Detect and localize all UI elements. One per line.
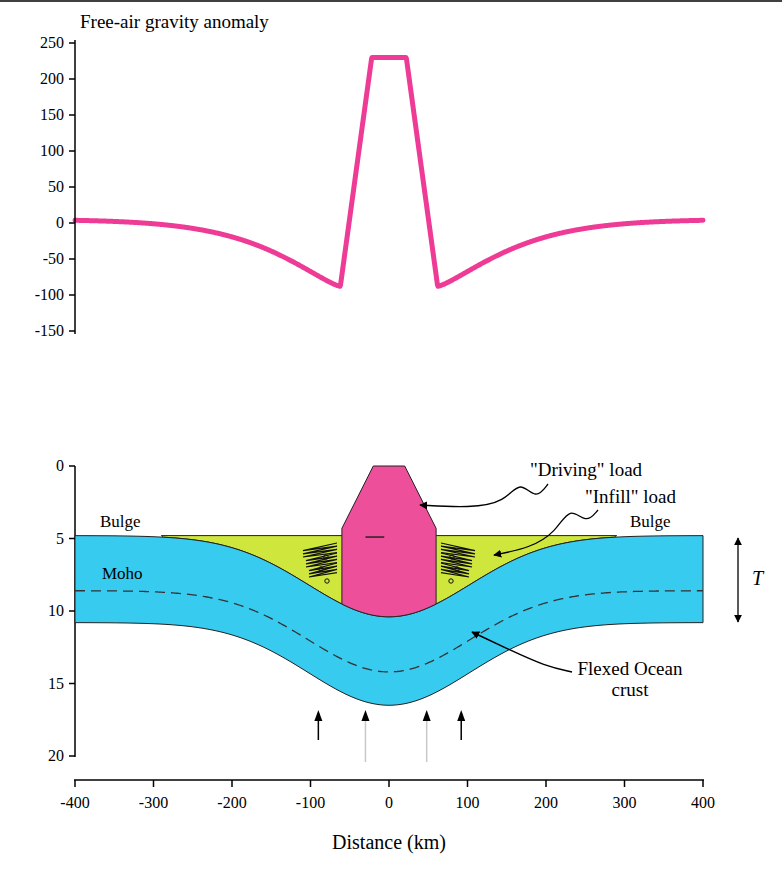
axis-tick (69, 294, 75, 296)
axis-tick (69, 755, 75, 757)
axis-tick-label: 10 (48, 602, 64, 620)
gravity-anomaly-curve (75, 57, 703, 286)
feature-label: Bulge (630, 513, 671, 532)
load-internal-dash (365, 536, 384, 538)
axis-tick (69, 78, 75, 80)
sediment-pebble (325, 579, 329, 583)
axis-tick (310, 780, 312, 787)
infill-load-leader (494, 510, 598, 555)
axis-tick-label: 300 (613, 794, 637, 812)
buoyancy-arrowhead (361, 710, 369, 721)
axis-tick-label: 0 (56, 457, 64, 475)
axis-tick (69, 150, 75, 152)
sediment-zigzag (441, 553, 472, 567)
axis-tick (69, 465, 75, 467)
elastic-thickness-arrow (737, 538, 738, 622)
axis-tick (69, 186, 75, 188)
axis-tick-label: 100 (40, 142, 64, 160)
callout-label: "Infill" load (585, 487, 676, 508)
axis-tick-label: 150 (40, 106, 64, 124)
axis-tick (69, 258, 75, 260)
feature-label: Moho (102, 565, 143, 584)
axis-tick (624, 780, 626, 787)
axis-tick (69, 222, 75, 224)
symbol-label: T (752, 567, 763, 589)
axis-tick-label: -400 (60, 794, 89, 812)
sediment-zigzag (441, 543, 475, 557)
axis-tick (153, 780, 155, 787)
axis-tick-label: -100 (35, 286, 64, 304)
driving-load-seamount (342, 466, 436, 617)
axis-tick (388, 780, 390, 787)
axis-tick-label: 20 (48, 747, 64, 765)
callout-label: "Driving" load (530, 460, 642, 481)
sediment-pebble (449, 579, 453, 583)
axis-tick-label: 0 (385, 794, 393, 812)
axis-tick-label: -200 (217, 794, 246, 812)
buoyancy-arrowhead (457, 710, 465, 721)
axis-tick-label: 250 (40, 34, 64, 52)
axis-tick-label: 200 (534, 794, 558, 812)
chart-title: Free-air gravity anomaly (80, 12, 269, 33)
sediment-zigzag (441, 563, 469, 577)
sediment-zigzag (309, 563, 337, 577)
axis-tick (545, 780, 547, 787)
axis-tick-label: 100 (456, 794, 480, 812)
axis-tick-label: 200 (40, 70, 64, 88)
axis-tick (69, 610, 75, 612)
axis-title: Distance (km) (332, 831, 446, 853)
axis-tick (69, 683, 75, 685)
top-rule (0, 0, 782, 2)
driving-load-leader (420, 484, 548, 507)
sediment-pebble (455, 567, 459, 571)
buoyancy-arrowhead (314, 710, 322, 721)
buoyancy-arrowhead (423, 710, 431, 721)
axis-tick (702, 780, 704, 787)
sediment-pebble (319, 567, 323, 571)
axis-tick-label: -50 (43, 250, 64, 268)
axis-tick (69, 538, 75, 540)
axis-tick (69, 330, 75, 332)
sediment-pebble (450, 555, 454, 559)
axis-tick-label: 400 (691, 794, 715, 812)
axis-tick-label: 15 (48, 675, 64, 693)
axis-tick-label: -300 (139, 794, 168, 812)
callout-label: Flexed Ocean crust (565, 659, 695, 701)
sediment-pebble (324, 555, 328, 559)
axis-tick (69, 114, 75, 116)
axis-tick (69, 42, 75, 44)
axis-tick-label: -150 (35, 322, 64, 340)
axis-tick-label: 0 (56, 214, 64, 232)
feature-label: Bulge (100, 513, 141, 532)
axis-tick-label: 50 (48, 178, 64, 196)
sediment-zigzag (303, 543, 337, 557)
axis-tick-label: 5 (56, 530, 64, 548)
axis-tick (74, 780, 76, 787)
crust-leader (472, 632, 572, 672)
sediment-zigzag (306, 553, 337, 567)
axis-tick-label: -100 (296, 794, 325, 812)
axis-tick (231, 780, 233, 787)
axis-tick (467, 780, 469, 787)
